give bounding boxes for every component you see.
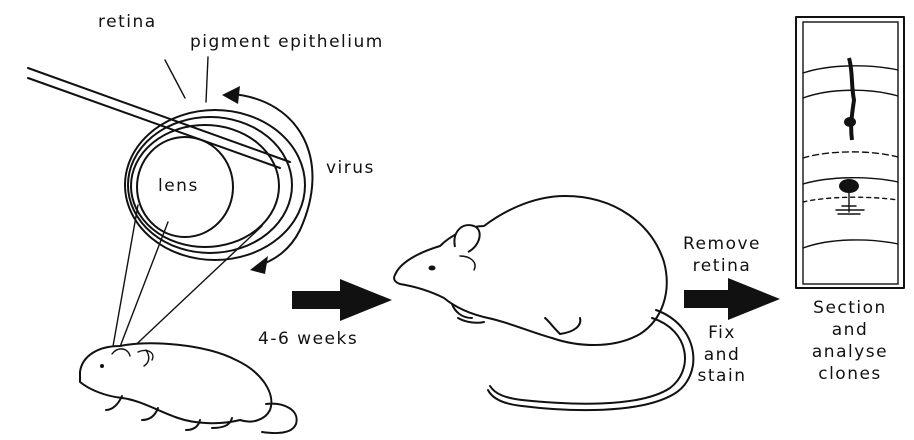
label-retina-2: retina bbox=[672, 258, 772, 275]
retina-section-panel bbox=[796, 17, 904, 288]
newborn-rat-pup bbox=[80, 343, 297, 433]
arrow-2 bbox=[684, 278, 780, 320]
label-lens: lens bbox=[158, 178, 199, 195]
label-duration: 4-6 weeks bbox=[258, 331, 358, 348]
label-and-1: and bbox=[672, 347, 772, 364]
adult-rat bbox=[394, 196, 693, 410]
virus-arrow-head-top bbox=[222, 86, 240, 104]
label-clones: clones bbox=[790, 366, 910, 383]
label-fix: Fix bbox=[672, 325, 772, 342]
label-virus: virus bbox=[326, 160, 375, 177]
label-retina: retina bbox=[98, 14, 157, 31]
retina-leader bbox=[165, 60, 185, 98]
virus-arrow-head-bottom bbox=[250, 256, 268, 274]
eye-cross-section bbox=[125, 57, 312, 274]
eye-retina-layer bbox=[128, 117, 292, 253]
label-and-2: and bbox=[790, 322, 910, 339]
eye-inner-layer bbox=[131, 125, 279, 247]
label-analyse: analyse bbox=[790, 344, 910, 361]
pigment-leader bbox=[206, 57, 208, 102]
magnification-lines bbox=[112, 205, 262, 354]
label-remove: Remove bbox=[672, 236, 772, 253]
virus-spread-arrow bbox=[232, 94, 312, 266]
injection-needle bbox=[28, 68, 290, 168]
label-stain: stain bbox=[672, 368, 772, 385]
label-section: Section bbox=[790, 300, 910, 317]
arrow-1 bbox=[292, 279, 392, 321]
label-pigment-epithelium: pigment epithelium bbox=[190, 34, 384, 51]
